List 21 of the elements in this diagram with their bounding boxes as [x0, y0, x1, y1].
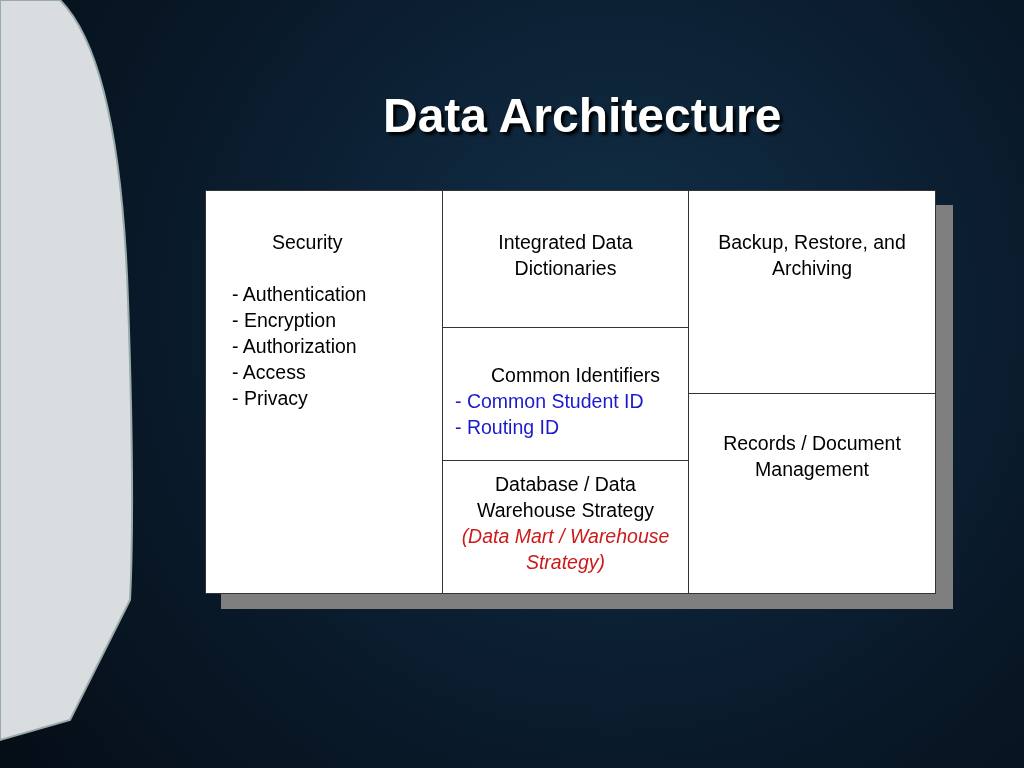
cell-heading: Database / Data Warehouse Strategy — [475, 472, 655, 523]
list-item: - Access — [232, 360, 306, 385]
grid-cell — [442, 460, 689, 594]
grid-cell — [688, 190, 936, 394]
note-text: (Data Mart / Warehouse Strategy) — [460, 524, 671, 575]
cell-heading: Integrated Data Dictionaries — [497, 230, 634, 281]
cell-heading: Security — [272, 230, 343, 255]
grid-cell — [442, 327, 689, 461]
cell-heading: Common Identifiers — [491, 363, 661, 388]
list-item: - Authentication — [232, 282, 367, 307]
list-item: - Encryption — [232, 308, 337, 333]
list-item: - Authorization — [232, 334, 357, 359]
list-item: - Common Student ID — [454, 389, 644, 414]
list-item: - Privacy — [232, 386, 308, 411]
slide-title: Data Architecture — [383, 88, 782, 143]
grid-cell — [205, 190, 443, 594]
grid-cell — [688, 393, 936, 594]
cell-heading: Records / Document Management — [722, 431, 902, 482]
grid-cell — [442, 190, 689, 328]
list-item: - Routing ID — [454, 415, 560, 440]
cell-heading: Backup, Restore, and Archiving — [717, 230, 907, 281]
